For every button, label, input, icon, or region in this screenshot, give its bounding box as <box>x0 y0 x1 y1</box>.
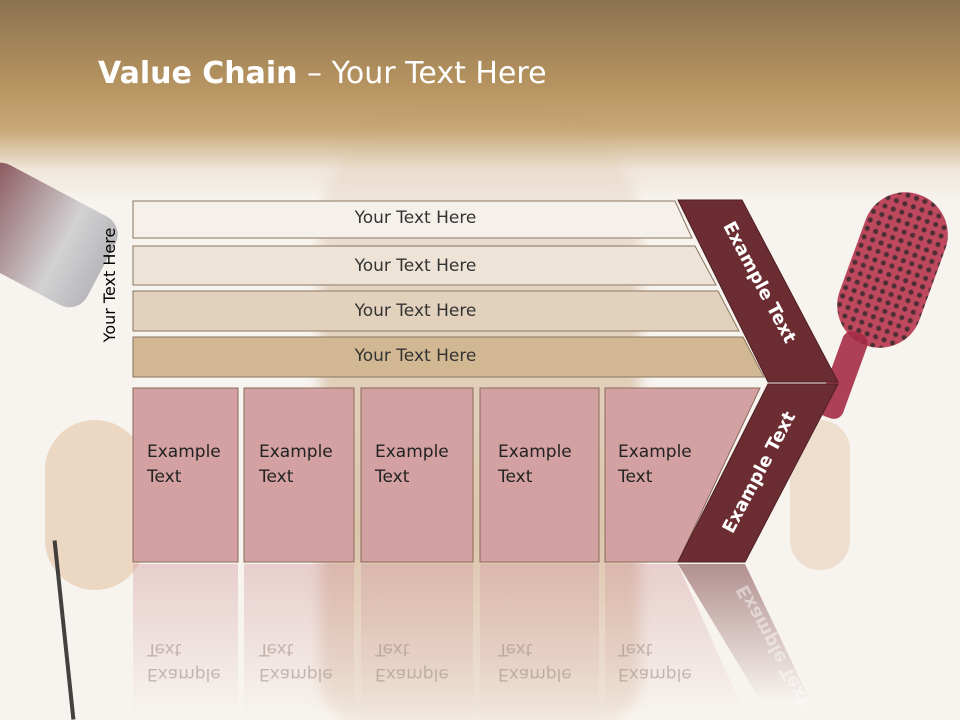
refl-3-line2: Text <box>375 639 410 659</box>
activity-box-2 <box>243 387 355 563</box>
hand-image <box>45 420 145 590</box>
title-rest: – Your Text Here <box>297 56 547 91</box>
refl-4-line2: Text <box>498 639 533 659</box>
reflection-box-3 <box>361 564 473 714</box>
row-label-3: Your Text Here <box>354 301 477 321</box>
activity-label-3-line1: Example <box>375 442 449 462</box>
row-band-1 <box>132 200 693 239</box>
activity-label-2-line1: Example <box>259 442 333 462</box>
refl-5-line1: Example <box>618 664 692 684</box>
activity-label-3-line2: Text <box>375 467 410 487</box>
activity-label-5-reflection: Example Text <box>618 636 692 686</box>
reflection-box-4 <box>480 564 599 714</box>
slide-title: Value Chain – Your Text Here <box>98 56 547 91</box>
reflection-box-2 <box>244 564 354 714</box>
refl-4-line1: Example <box>498 664 572 684</box>
margin-arrow-upper <box>677 199 839 383</box>
activity-label-1-line1: Example <box>147 442 221 462</box>
activity-label-5-line2: Text <box>618 467 653 487</box>
activity-label-4-line2: Text <box>498 467 533 487</box>
refl-3-line1: Example <box>375 664 449 684</box>
margin-arrow-reflection <box>678 564 810 700</box>
margin-arrow-lower <box>677 383 839 563</box>
row-band-3 <box>132 290 740 332</box>
refl-2-line2: Text <box>259 639 294 659</box>
activity-label-4-reflection: Example Text <box>498 636 572 686</box>
activity-label-2-reflection: Example Text <box>259 636 333 686</box>
reflection-box-5 <box>605 564 745 714</box>
title-bold: Value Chain <box>98 56 298 91</box>
row-label-1: Your Text Here <box>354 208 477 228</box>
reflection-box-1 <box>133 564 238 714</box>
activity-box-1 <box>132 387 239 563</box>
row-band-2 <box>132 245 717 286</box>
refl-2-line1: Example <box>259 664 333 684</box>
refl-1-line1: Example <box>147 664 221 684</box>
activity-label-5-line1: Example <box>618 442 692 462</box>
refl-1-line2: Text <box>147 639 182 659</box>
activity-label-1-reflection: Example Text <box>147 636 221 686</box>
activity-box-3 <box>360 387 474 563</box>
row-band-4 <box>132 336 765 378</box>
activity-label-2-line2: Text <box>259 467 294 487</box>
activity-label-4-line1: Example <box>498 442 572 462</box>
refl-5-line2: Text <box>618 639 653 659</box>
row-label-4: Your Text Here <box>354 346 477 366</box>
activity-label-3-reflection: Example Text <box>375 636 449 686</box>
activity-box-4 <box>479 387 600 563</box>
row-label-2: Your Text Here <box>354 256 477 276</box>
activity-label-1-line2: Text <box>147 467 182 487</box>
